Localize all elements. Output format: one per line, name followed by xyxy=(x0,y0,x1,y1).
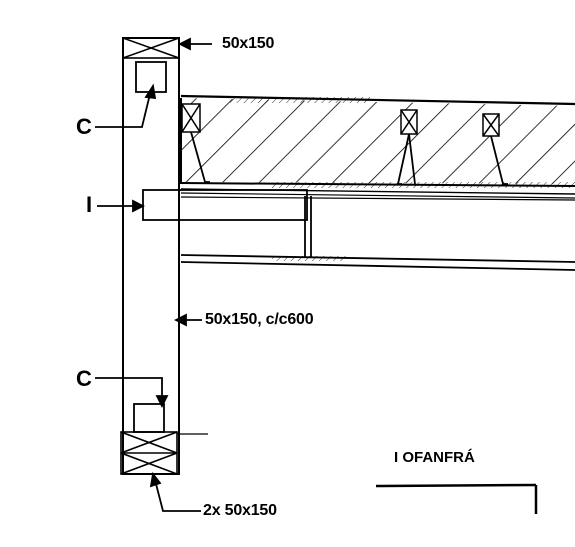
underside-strip xyxy=(180,182,575,201)
c-label-lower: C xyxy=(76,366,92,391)
c-label-upper: C xyxy=(76,114,92,139)
i-label: I xyxy=(86,192,93,217)
stud-spacing-label: 50x150, c/c600 xyxy=(205,311,314,328)
bottom-plate-label: 2x 50x150 xyxy=(203,502,277,519)
slab-blocks xyxy=(181,103,500,137)
top-plate xyxy=(122,37,180,59)
bottom-plate xyxy=(120,431,178,475)
section-title: I OFANFRÁ xyxy=(394,449,475,466)
section-mark xyxy=(375,483,538,514)
i-beam xyxy=(180,196,575,271)
c-block-lower xyxy=(133,403,165,433)
top-member-label: 50x150 xyxy=(222,35,275,52)
hatched-slab xyxy=(180,94,575,187)
leader-lines xyxy=(95,37,212,512)
wall-stud xyxy=(122,37,180,475)
